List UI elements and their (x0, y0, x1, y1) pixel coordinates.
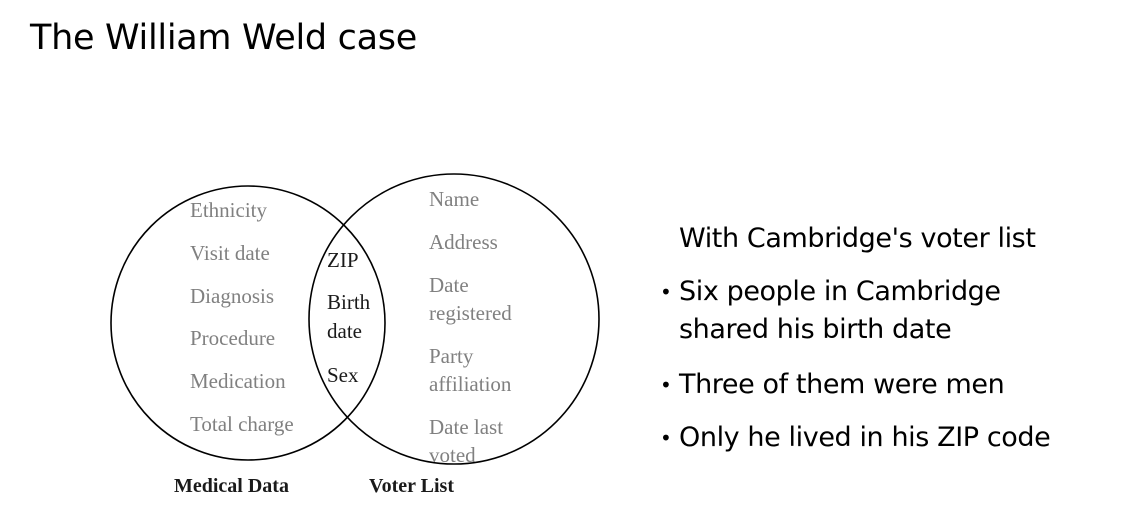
medical-data-caption: Medical Data (174, 475, 289, 497)
voter-attr-address: Address (429, 230, 498, 254)
bullet-line: shared his birth date (679, 314, 952, 345)
voter-attr-party: Party (429, 344, 474, 368)
voter-list-circle (308, 173, 600, 465)
medical-attr-medication: Medication (190, 369, 286, 393)
medical-attr-diagnosis: Diagnosis (190, 284, 274, 308)
voter-attr-date-last: Date last (429, 415, 503, 439)
shared-attr-birth: Birth (327, 290, 371, 314)
voter-attr-name: Name (429, 187, 479, 211)
slide-title: The William Weld case (30, 18, 417, 58)
bullet-line: Six people in Cambridge (679, 276, 1001, 307)
bullet-text: Six people in Cambridge shared his birth … (679, 273, 1001, 349)
medical-attr-procedure: Procedure (190, 326, 275, 350)
bullet-item: • Three of them were men (660, 366, 1005, 404)
voter-attr-date: Date (429, 273, 469, 297)
shared-attr-date: date (327, 319, 362, 343)
voter-attr-voted: voted (429, 443, 476, 467)
voter-list-caption: Voter List (369, 475, 454, 497)
medical-data-circle (110, 185, 386, 461)
bullet-text: Only he lived in his ZIP code (679, 422, 1051, 453)
medical-attr-total-charge: Total charge (190, 412, 294, 436)
bullet-item: • Six people in Cambridge shared his birth… (660, 273, 1001, 349)
notes-heading: With Cambridge's voter list (679, 223, 1036, 254)
bullet-dot-icon: • (660, 280, 672, 304)
medical-attr-ethnicity: Ethnicity (190, 198, 267, 222)
shared-attr-zip: ZIP (327, 248, 359, 272)
bullet-text: Three of them were men (679, 369, 1005, 400)
bullet-item: • Only he lived in his ZIP code (660, 419, 1051, 457)
bullet-dot-icon: • (660, 373, 672, 397)
voter-attr-affiliation: affiliation (429, 372, 512, 396)
bullet-dot-icon: • (660, 426, 672, 450)
medical-attr-visit-date: Visit date (190, 241, 270, 265)
shared-attr-sex: Sex (327, 363, 359, 387)
voter-attr-registered: registered (429, 301, 512, 325)
